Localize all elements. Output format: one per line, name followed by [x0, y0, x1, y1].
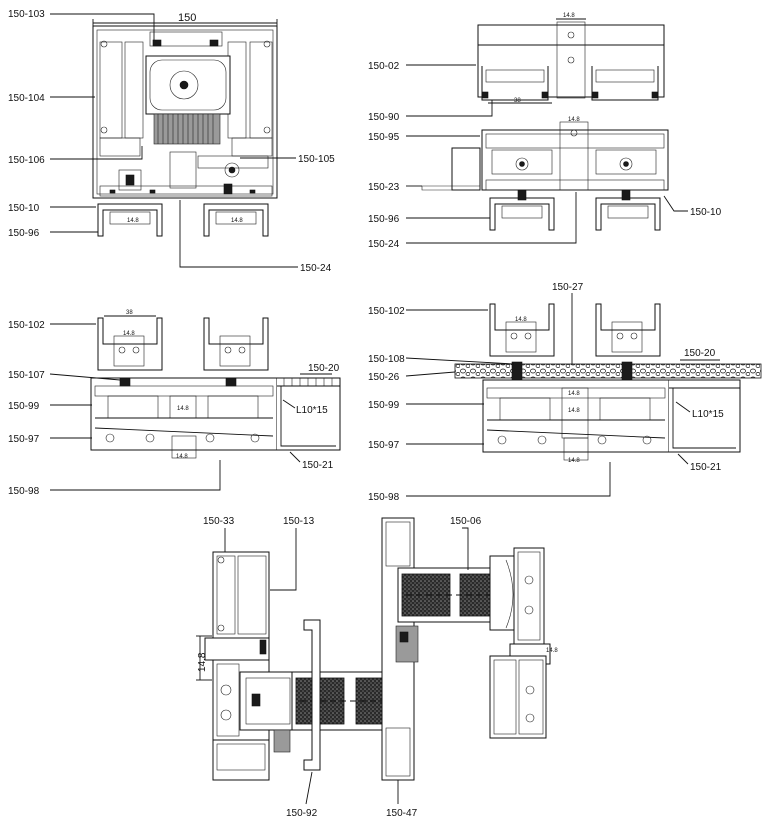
- label-150-02: 150-02: [368, 61, 400, 72]
- label-150-106: 150-106: [8, 155, 45, 166]
- section-3: 14.8 38 14.8 14.8 15: [8, 310, 341, 497]
- label-150-90: 150-90: [368, 112, 400, 123]
- dim-14-8: 14.8: [568, 458, 580, 464]
- label-150-95: 150-95: [368, 132, 400, 143]
- dim-14-8: 14.8: [127, 218, 139, 224]
- label-150-21: 150-21: [302, 460, 334, 471]
- label-150-27: 150-27: [552, 282, 584, 293]
- dim-14-8: 14.8: [177, 406, 189, 412]
- label-150-20: 150-20: [308, 363, 340, 374]
- section-4: 14.8 14.8 14.8 14.8 150-102 150-27: [368, 282, 762, 503]
- label-150-104: 150-104: [8, 93, 45, 104]
- section-1: 14.8 14.8 150 150-103 150-104 150-106 15…: [8, 9, 335, 274]
- dim-14-8: 14.8: [176, 454, 188, 460]
- label-150-13: 150-13: [283, 516, 315, 527]
- label-l10x15: L10*15: [296, 405, 328, 416]
- label-l10x15: L10*15: [692, 409, 724, 420]
- dim-14-8: 14.8: [231, 218, 243, 224]
- dim-38: 38: [514, 98, 521, 104]
- section-2: 14.8 38 14.8 150-02: [368, 13, 722, 250]
- dim-14-8: 14.8: [568, 391, 580, 397]
- label-150-92: 150-92: [286, 808, 318, 819]
- label-150-24: 150-24: [300, 263, 332, 274]
- label-150-97: 150-97: [368, 440, 400, 451]
- label-150-99: 150-99: [8, 401, 40, 412]
- dim-14-8: 14.8: [515, 317, 527, 323]
- label-150-96: 150-96: [368, 214, 400, 225]
- label-150-107: 150-107: [8, 370, 45, 381]
- label-150-96: 150-96: [8, 228, 40, 239]
- label-150-24: 150-24: [368, 239, 400, 250]
- label-150-102: 150-102: [8, 320, 45, 331]
- label-150-108: 150-108: [368, 354, 405, 365]
- label-150-47: 150-47: [386, 808, 418, 819]
- dim-14-8: 14.8: [568, 408, 580, 414]
- label-150-10: 150-10: [690, 207, 722, 218]
- label-150-97: 150-97: [8, 434, 40, 445]
- section-5: 14.8 14.8 150-33 150-13 150-06 150-92 15…: [196, 516, 558, 819]
- dim-14-8: 14.8: [568, 117, 580, 123]
- label-150-98: 150-98: [368, 492, 400, 503]
- label-14-8-vertical: 14.8: [197, 652, 208, 672]
- label-150-99: 150-99: [368, 400, 400, 411]
- dim-14-8: 14.8: [563, 13, 575, 19]
- label-150-102: 150-102: [368, 306, 405, 317]
- label-150-10: 150-10: [8, 203, 40, 214]
- label-150-33: 150-33: [203, 516, 235, 527]
- dim-14-8: 14.8: [546, 648, 558, 654]
- label-150-21: 150-21: [690, 462, 722, 473]
- label-150: 150: [178, 12, 196, 24]
- dim-14-8: 14.8: [123, 331, 135, 337]
- dim-38: 38: [126, 310, 133, 316]
- label-150-20: 150-20: [684, 348, 716, 359]
- label-150-06: 150-06: [450, 516, 482, 527]
- label-150-103: 150-103: [8, 9, 45, 20]
- label-150-26: 150-26: [368, 372, 400, 383]
- label-150-23: 150-23: [368, 182, 400, 193]
- label-150-105: 150-105: [298, 154, 335, 165]
- label-150-98: 150-98: [8, 486, 40, 497]
